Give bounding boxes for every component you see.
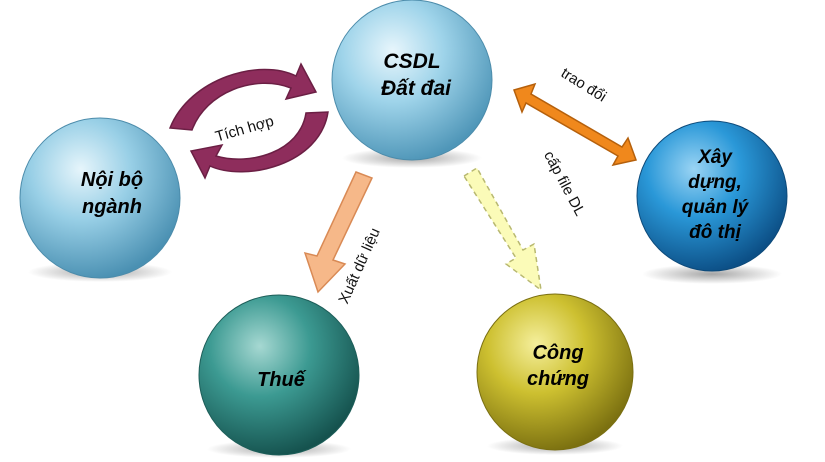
node-csdl-dat-dai: CSDL Đất đai <box>331 0 493 161</box>
congchung-line-2: chứng <box>527 368 589 390</box>
xaydung-line-3: quản lý <box>682 197 750 218</box>
noibo-line-1: Nội bộ <box>81 169 143 191</box>
noibo-line-2: ngành <box>82 196 142 218</box>
csdl-line-2: Đất đai <box>381 77 452 100</box>
node-cong-chung: Công chứng <box>476 293 634 451</box>
sphere-congchung <box>476 293 634 451</box>
xaydung-line-4: đô thị <box>689 222 741 243</box>
edge-label-trao-doi: trao đổi <box>558 65 609 106</box>
node-xay-dung-quan-ly: Xây dựng, quản lý đô thị <box>636 120 788 272</box>
integration-arrow-bottom <box>189 111 329 180</box>
thue-line-1: Thuế <box>257 369 307 391</box>
csdl-line-1: CSDL <box>383 50 440 73</box>
shadow-xaydung <box>642 264 782 284</box>
export-arrow <box>303 171 374 294</box>
integration-arrow-top <box>168 62 318 131</box>
edge-label-tich-hop: Tích hợp <box>213 113 275 146</box>
node-thue: Thuế <box>198 294 360 456</box>
exchange-arrow <box>513 82 637 167</box>
sphere-noibo <box>19 117 181 279</box>
congchung-line-1: Công <box>532 342 583 364</box>
sphere-thue <box>198 294 360 456</box>
issue-file-arrow <box>462 166 543 292</box>
xaydung-line-2: dựng, <box>688 172 742 193</box>
xaydung-line-1: Xây <box>697 147 733 168</box>
sphere-xaydung <box>636 120 788 272</box>
node-noi-bo-nganh: Nội bộ ngành <box>19 117 181 279</box>
sphere-csdl <box>331 0 493 161</box>
edge-label-cap-file: cấp file DL <box>540 148 588 219</box>
